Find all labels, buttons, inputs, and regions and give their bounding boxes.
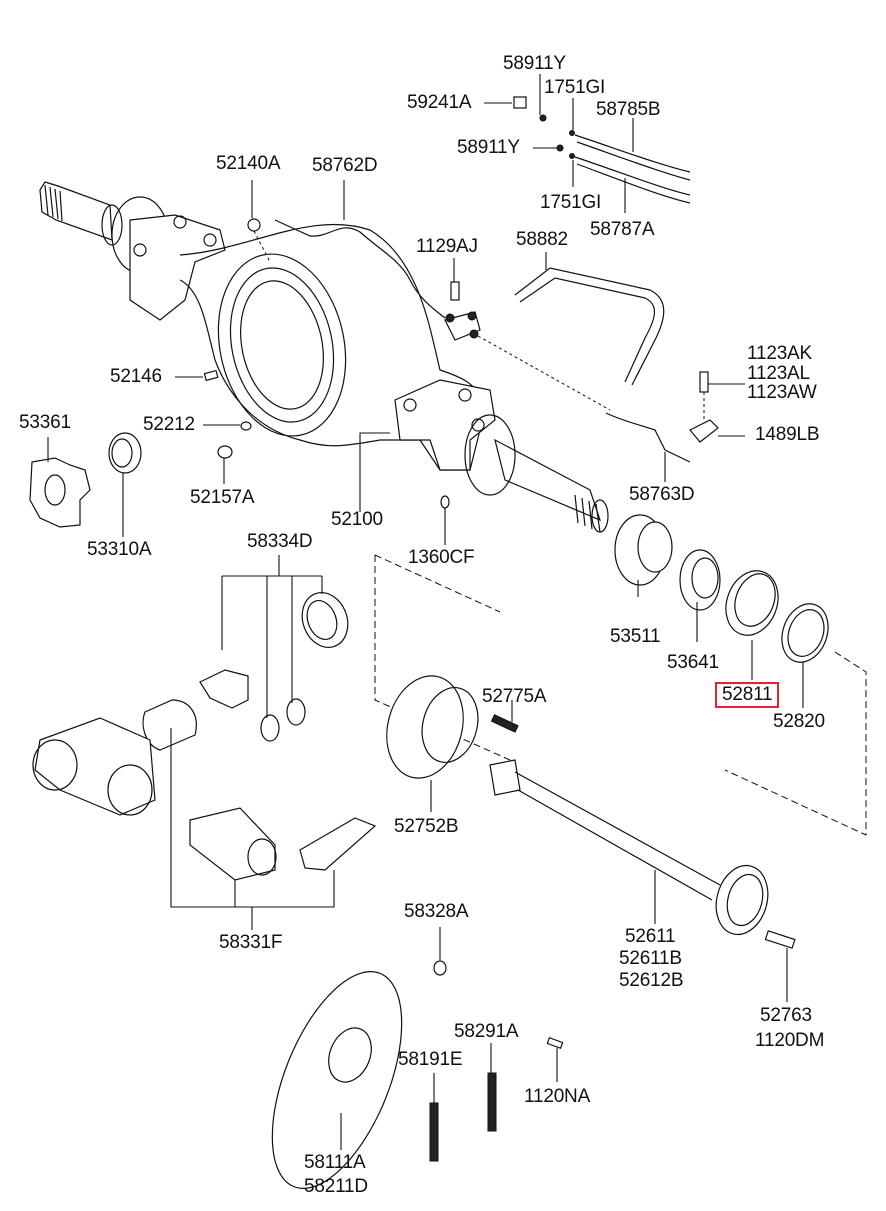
- label-52611B[interactable]: 52611B: [619, 948, 682, 969]
- bolt-52763[interactable]: [764, 930, 796, 949]
- label-53511[interactable]: 53511: [610, 626, 661, 647]
- label-1120NA[interactable]: 1120NA: [524, 1086, 591, 1107]
- hose-58787A[interactable]: [574, 156, 691, 204]
- seal-53310A[interactable]: [108, 432, 142, 474]
- backing-plate-58111A[interactable]: [246, 954, 429, 1206]
- leader-lines: [47, 74, 804, 1150]
- breather-52140A[interactable]: [247, 218, 271, 263]
- brake-line-58762D[interactable]: [274, 219, 446, 319]
- washer-52212[interactable]: [240, 421, 252, 431]
- block-59241A[interactable]: [513, 96, 527, 109]
- label-52775A[interactable]: 52775A: [482, 686, 547, 707]
- label-58211D[interactable]: 58211D: [304, 1176, 368, 1197]
- label-52611[interactable]: 52611: [625, 926, 676, 947]
- stud-52775A[interactable]: [490, 714, 519, 733]
- label-58911Y-top[interactable]: 58911Y: [503, 53, 566, 74]
- label-1120DM[interactable]: 1120DM: [755, 1030, 825, 1051]
- label-1751GI-top[interactable]: 1751GI: [544, 77, 606, 98]
- label-53641[interactable]: 53641: [667, 652, 719, 673]
- label-52612B[interactable]: 52612B: [619, 970, 684, 991]
- label-1123AW[interactable]: 1123AW: [747, 382, 817, 403]
- label-52100[interactable]: 52100: [331, 509, 383, 530]
- label-1123AK[interactable]: 1123AK: [747, 343, 813, 364]
- label-53310A[interactable]: 53310A: [87, 539, 152, 560]
- bearing-cup-52811[interactable]: [717, 563, 787, 642]
- label-52157A[interactable]: 52157A: [190, 487, 255, 508]
- label-58111A[interactable]: 58111A: [304, 1152, 366, 1173]
- label-52820[interactable]: 52820: [773, 711, 825, 732]
- spring-58291A[interactable]: [487, 1072, 497, 1132]
- washer-1360CF[interactable]: [440, 495, 450, 509]
- label-52212[interactable]: 52212: [143, 414, 195, 435]
- bolt-1120NA[interactable]: [546, 1037, 564, 1049]
- hose-58785B[interactable]: [574, 134, 691, 181]
- wheel-cylinder-group[interactable]: [32, 586, 377, 881]
- label-52763[interactable]: 52763: [760, 1005, 812, 1026]
- assembly-frame: [374, 554, 867, 836]
- label-1360CF[interactable]: 1360CF: [408, 547, 475, 568]
- label-1489LB[interactable]: 1489LB: [755, 424, 820, 445]
- label-52140A[interactable]: 52140A: [216, 153, 281, 174]
- label-58762D[interactable]: 58762D: [312, 155, 378, 176]
- label-59241A[interactable]: 59241A: [407, 92, 472, 113]
- label-58763D[interactable]: 58763D: [629, 484, 695, 505]
- axle-shaft-52611[interactable]: [489, 759, 775, 940]
- label-58328A[interactable]: 58328A: [404, 901, 469, 922]
- label-58331F[interactable]: 58331F: [219, 932, 283, 953]
- brake-line-58763D[interactable]: [605, 412, 691, 463]
- pin-52146[interactable]: [203, 369, 219, 382]
- hose-58882[interactable]: [514, 267, 665, 386]
- hub-52752B[interactable]: [376, 667, 486, 787]
- spring-58191E[interactable]: [429, 1102, 439, 1162]
- label-52811-highlighted[interactable]: 52811: [714, 682, 780, 708]
- label-58787A[interactable]: 58787A: [590, 219, 655, 240]
- label-58334D[interactable]: 58334D: [247, 531, 313, 552]
- label-1123AL[interactable]: 1123AL: [747, 363, 810, 384]
- nut-58328A[interactable]: [433, 960, 447, 976]
- connector-1129AJ[interactable]: [444, 281, 611, 411]
- label-58911Y-mid[interactable]: 58911Y: [457, 137, 520, 158]
- nut-53511[interactable]: [614, 514, 673, 586]
- flange-53361[interactable]: [29, 457, 91, 528]
- axle-housing-52100[interactable]: [39, 181, 609, 533]
- label-58191E[interactable]: 58191E: [398, 1049, 463, 1070]
- bolt-1123AK[interactable]: [689, 371, 719, 443]
- label-58882[interactable]: 58882: [516, 229, 568, 250]
- label-58785B[interactable]: 58785B: [596, 99, 661, 120]
- label-52146[interactable]: 52146: [110, 366, 162, 387]
- clip-1489LB: [689, 419, 719, 443]
- plug-52157A[interactable]: [217, 445, 233, 459]
- seal-52820[interactable]: [774, 597, 836, 668]
- label-53361[interactable]: 53361: [19, 412, 71, 433]
- label-58291A[interactable]: 58291A: [454, 1021, 519, 1042]
- label-52752B[interactable]: 52752B: [394, 816, 459, 837]
- label-1129AJ[interactable]: 1129AJ: [416, 236, 478, 257]
- bearing-53641[interactable]: [679, 549, 721, 611]
- label-1751GI-bottom[interactable]: 1751GI: [540, 192, 602, 213]
